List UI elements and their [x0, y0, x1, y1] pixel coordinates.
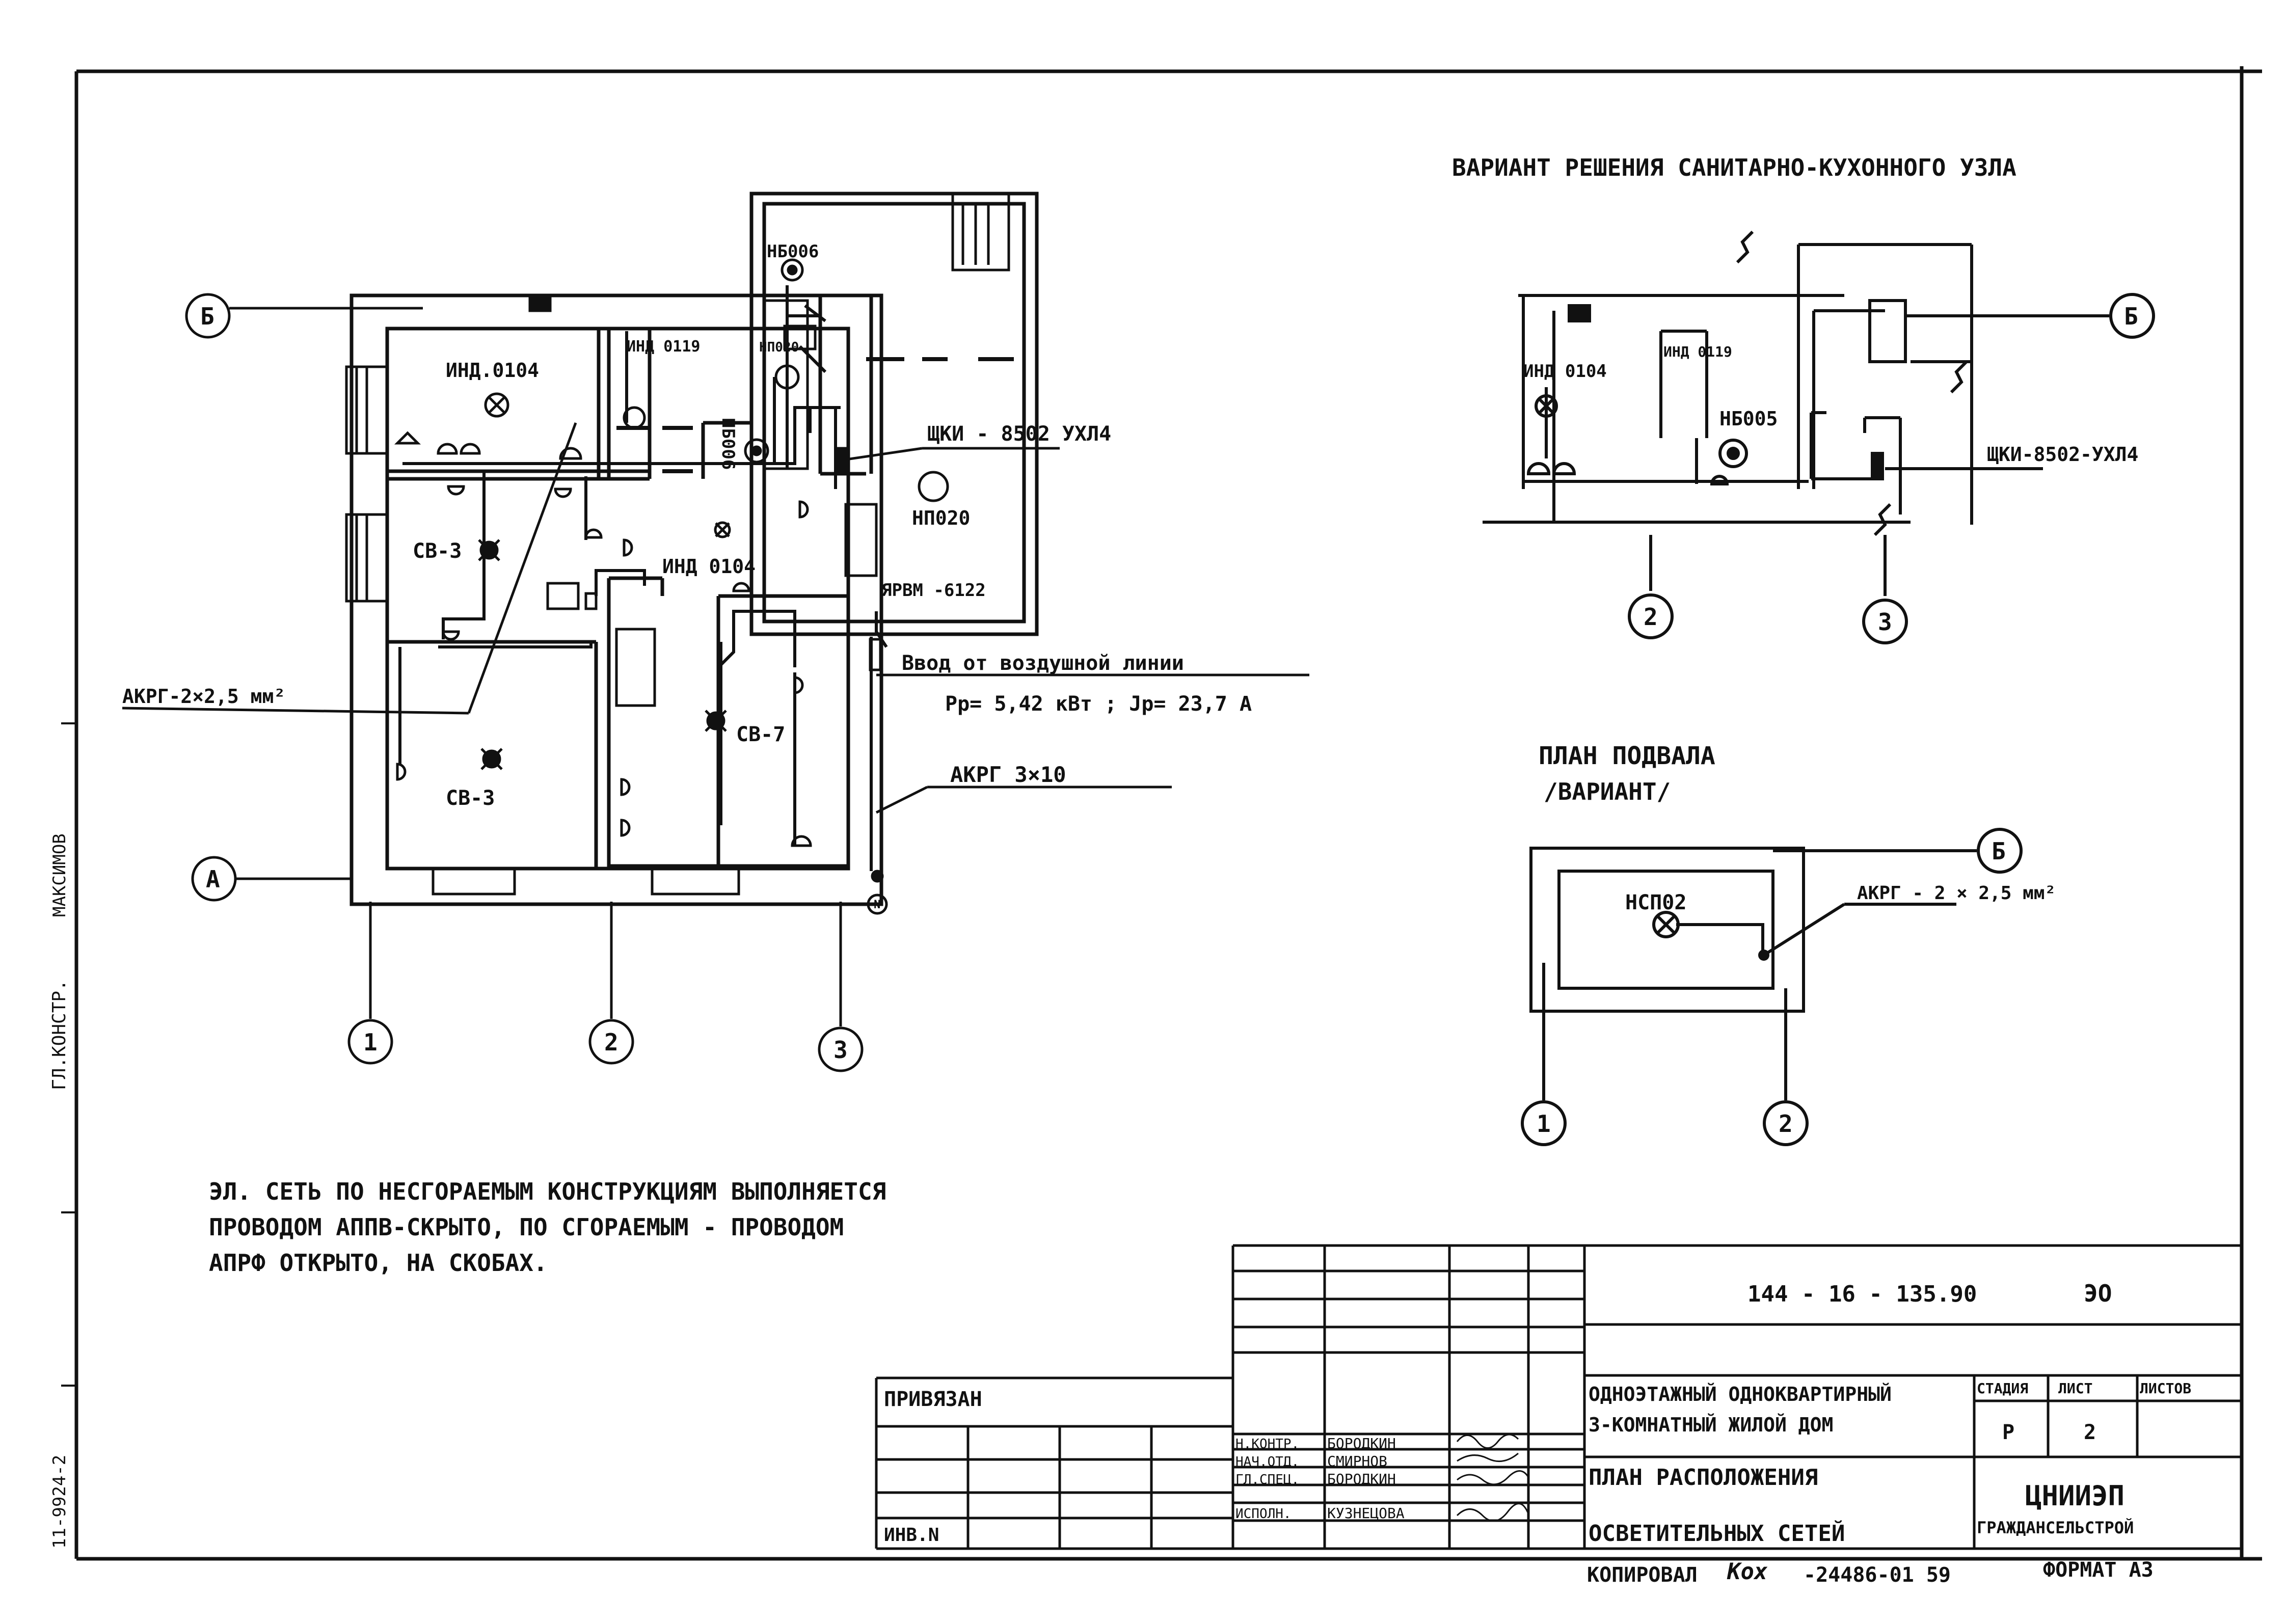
luminaires: [478, 258, 949, 770]
sv3-left-label: СВ-3: [413, 539, 462, 563]
axis-1-label: 1: [363, 1028, 378, 1056]
sheet-frame: [74, 66, 2262, 1561]
stamp-role: ГЛ.КОНСТР.: [49, 980, 70, 1090]
variant-labels: ВАРИАНТ РЕШЕНИЯ САНИТАРНО-КУХОННОГО УЗЛА…: [1452, 154, 2138, 636]
sig-role-2: НАЧ.ОТД.: [1235, 1454, 1299, 1470]
neutral-label: N: [874, 899, 880, 911]
sig-name-4: КУЗНЕЦОВА: [1327, 1505, 1405, 1522]
doc-mark: ЭО: [2084, 1280, 2112, 1307]
basement-lamp-label: НСП02: [1625, 891, 1686, 914]
axis-2-label: 2: [604, 1028, 618, 1056]
sig-role-3: ГЛ.СПЕЦ.: [1235, 1472, 1299, 1487]
variant-title: ВАРИАНТ РЕШЕНИЯ САНИТАРНО-КУХОННОГО УЗЛА: [1452, 154, 2016, 181]
stamp-number: 11-9924-2: [49, 1455, 70, 1549]
sv3-bottom-label: СВ-3: [446, 787, 495, 810]
variant-plan: [1483, 230, 2155, 644]
org-line-2: ГРАЖДАНСЕЛЬСТРОЙ: [1977, 1518, 2134, 1537]
basement-axis-2: 2: [1779, 1110, 1793, 1138]
sig-name-3: БОРОДКИН: [1327, 1471, 1396, 1487]
stamp-name: МАКСИМОВ: [49, 833, 70, 917]
basement-labels: ПЛАН ПОДВАЛА /ВАРИАНТ/ Б 1 2 НСП02 АКРГ …: [1537, 742, 2056, 1138]
variant-axis-2: 2: [1644, 603, 1658, 631]
variant-ind0119: ИНД 0119: [1663, 343, 1732, 360]
feed-title: Ввод от воздушной линии: [902, 652, 1184, 675]
inv-no-label: ИНВ.N: [884, 1525, 939, 1546]
ind0119-label: ИНД 0119: [627, 338, 701, 356]
project-line-2: 3-КОМНАТНЫЙ ЖИЛОЙ ДОМ: [1589, 1414, 1833, 1436]
note-line-1: ЭЛ. СЕТЬ ПО НЕСГОРАЕМЫМ КОНСТРУКЦИЯМ ВЫП…: [209, 1178, 886, 1205]
variant-nb005: НБ005: [1719, 408, 1778, 430]
notes: ЭЛ. СЕТЬ ПО НЕСГОРАЕМЫМ КОНСТРУКЦИЯМ ВЫП…: [209, 1178, 886, 1277]
org-line-1: ЦНИИЭП: [2025, 1480, 2124, 1512]
axis-b-label: Б: [200, 303, 214, 330]
sheets-header: ЛИСТОВ: [2140, 1380, 2191, 1397]
sheet-line-1: ПЛАН РАСПОЛОЖЕНИЯ: [1589, 1465, 1818, 1491]
doc-code: 144 - 16 - 135.90: [1747, 1281, 1977, 1307]
ind0104-top-label: ИНД.0104: [446, 359, 539, 382]
title-block-text: ПРИВЯЗАН ИНВ.N 144 - 16 - 135.90 ЭО ОДНО…: [884, 1280, 2191, 1547]
basement-plan: [1521, 828, 2023, 1146]
main-plan: [345, 192, 1039, 906]
switch-label: ЯРВМ -6122: [881, 580, 986, 601]
basement-axis-1: 1: [1537, 1110, 1551, 1138]
footer-copied: КОПИРОВАЛ: [1587, 1563, 1698, 1587]
side-stamp: ГЛ.КОНСТР. МАКСИМОВ 11-9924-2: [49, 722, 76, 1549]
sv7-label: СВ-7: [736, 723, 785, 746]
sig-role-4: ИСПОЛН.: [1235, 1506, 1292, 1522]
windows: [345, 192, 1010, 896]
basement-title: ПЛАН ПОДВАЛА: [1539, 742, 1715, 770]
signature-scribbles: [1456, 1433, 1529, 1522]
sheet-header: ЛИСТ: [2058, 1380, 2092, 1397]
interior-walls: [387, 293, 873, 869]
basement-subtitle: /ВАРИАНТ/: [1544, 778, 1671, 805]
stage-header: СТАДИЯ: [1977, 1380, 2028, 1397]
sig-name-1: БОРОДКИН: [1327, 1435, 1396, 1452]
main-axes: [122, 293, 1309, 1072]
sheet-line-2: ОСВЕТИТЕЛЬНЫХ СЕТЕЙ: [1589, 1520, 1845, 1547]
fixtures: [528, 294, 817, 707]
footer: КОПИРОВАЛ Кох -24486-01 59 ФОРМАТ А3: [1587, 1558, 2154, 1587]
variant-axis-3: 3: [1878, 608, 1892, 636]
stage-value: Р: [2002, 1421, 2014, 1444]
wall-outlets: [394, 431, 812, 847]
axis-3-label: 3: [833, 1036, 848, 1064]
sig-name-2: СМИРНОВ: [1327, 1453, 1387, 1470]
basement-cable-label: АКРГ - 2 × 2,5 мм²: [1857, 883, 2056, 904]
np020-label: НП020: [912, 507, 970, 529]
footer-format: ФОРМАТ А3: [2043, 1558, 2154, 1582]
boiler-label: НБ006: [767, 241, 819, 262]
ind0104-mid-label: ИНД 0104: [662, 555, 756, 578]
feed-values: Рр= 5,42 кВт ; Jр= 23,7 А: [945, 692, 1252, 716]
sig-role-1: Н.КОНТР.: [1235, 1437, 1299, 1452]
sheet-value: 2: [2084, 1421, 2096, 1444]
wiring: [398, 285, 888, 871]
main-labels: Б А 1 2 3 НБ006 ИНД.0104 ИНД 0119 НП020 …: [122, 241, 1252, 1064]
footer-copier: Кох: [1727, 1559, 1768, 1585]
footer-serial: -24486-01 59: [1804, 1563, 1951, 1587]
variant-panel-label: ЩКИ-8502-УХЛ4: [1987, 443, 2138, 466]
cable-small-label: АКРГ-2×2,5 мм²: [122, 685, 285, 708]
note-line-3: АПРФ ОТКРЫТО, НА СКОБАХ.: [209, 1249, 548, 1277]
privyazan-label: ПРИВЯЗАН: [884, 1388, 982, 1411]
axis-a-label: А: [206, 865, 220, 893]
panel-label: ЩКИ - 8502 УХЛ4: [927, 422, 1111, 446]
note-line-2: ПРОВОДОМ АППВ-СКРЫТО, ПО СГОРАЕМЫМ - ПРО…: [209, 1213, 844, 1241]
cable-big-label: АКРГ 3×10: [950, 762, 1066, 787]
dashes: [616, 357, 1014, 473]
nb006-vertical-label: НБ006: [718, 418, 738, 470]
np020-small-label: НП020: [759, 340, 799, 355]
basement-axis-b: Б: [1992, 837, 2006, 865]
variant-ind0104: ИНД 0104: [1523, 361, 1607, 382]
title-block: [875, 1244, 2242, 1550]
variant-axis-b: Б: [2124, 303, 2138, 330]
project-line-1: ОДНОЭТАЖНЫЙ ОДНОКВАРТИРНЫЙ: [1589, 1383, 1892, 1405]
